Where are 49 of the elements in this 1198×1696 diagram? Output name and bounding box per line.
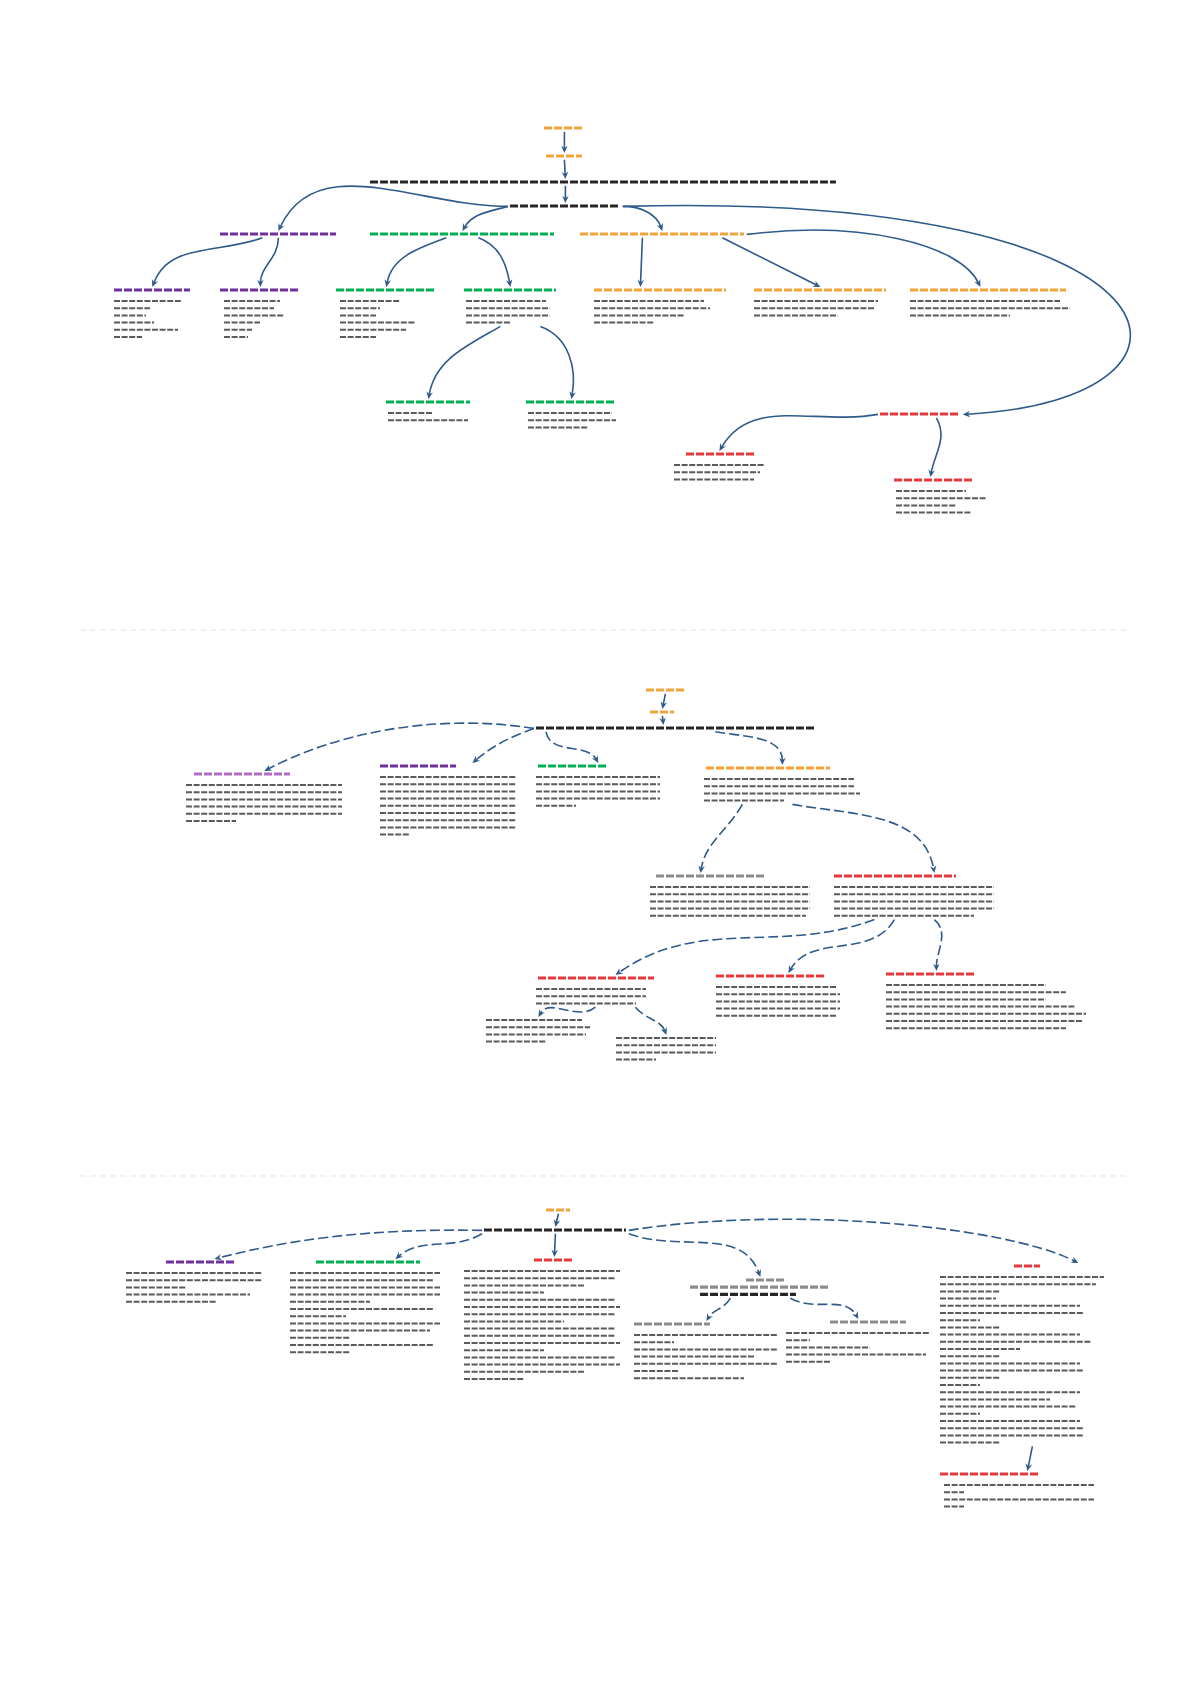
blurred-text-drawing bbox=[463, 1258, 621, 1380]
blurred-text-drawing bbox=[703, 766, 861, 802]
blurred-text-drawing bbox=[785, 1320, 931, 1363]
arrow bbox=[746, 229, 981, 287]
blurred-text-drawing bbox=[649, 874, 811, 917]
arrow bbox=[628, 1233, 761, 1277]
blurred-text-drawing bbox=[940, 1472, 1095, 1508]
blurred-text-drawing bbox=[833, 874, 995, 917]
blurred-text-drawing bbox=[125, 1260, 263, 1303]
arrow bbox=[634, 1006, 667, 1035]
blurred-text-drawing bbox=[535, 976, 654, 1005]
arrow bbox=[538, 1006, 597, 1017]
blurred-text-drawing bbox=[485, 1019, 591, 1043]
blurred-text-drawing bbox=[909, 288, 1071, 317]
blurred-text-drawing bbox=[185, 772, 343, 822]
blurred-text-drawing bbox=[464, 288, 556, 324]
blurred-text-drawing bbox=[673, 452, 765, 481]
arrow bbox=[472, 727, 535, 763]
arrow bbox=[477, 237, 513, 287]
arrow bbox=[462, 205, 509, 231]
blurred-text-drawing bbox=[336, 288, 436, 338]
blurred-text-drawing bbox=[535, 764, 661, 807]
blurred-text-drawing bbox=[885, 972, 1087, 1030]
blurred-text-drawing bbox=[289, 1260, 441, 1354]
arrow bbox=[622, 205, 1130, 418]
blurred-text-drawing bbox=[220, 288, 300, 338]
arrow bbox=[278, 185, 509, 231]
blurred-text-drawing bbox=[593, 288, 726, 324]
blurred-text-drawing bbox=[615, 1037, 717, 1061]
arrow bbox=[395, 1233, 483, 1259]
blurred-text-drawing bbox=[939, 1264, 1105, 1444]
arrow bbox=[706, 1297, 732, 1321]
blurred-text-drawing bbox=[526, 400, 617, 429]
arrow bbox=[719, 413, 879, 451]
arrow bbox=[789, 1297, 859, 1319]
blurred-text-drawing bbox=[113, 288, 190, 338]
blurred-text-drawing bbox=[386, 400, 470, 422]
blurred-text-drawing bbox=[690, 1278, 830, 1296]
arrow bbox=[539, 325, 576, 399]
arrow bbox=[545, 731, 599, 763]
blurred-text-drawing bbox=[633, 1322, 779, 1380]
arrow bbox=[933, 918, 943, 971]
blurred-text-drawing bbox=[753, 288, 886, 317]
blurred-text-drawing bbox=[715, 974, 841, 1017]
arrow bbox=[788, 918, 896, 973]
blurred-text-drawing bbox=[379, 764, 517, 836]
blurred-text-drawing bbox=[894, 478, 987, 514]
arrow bbox=[714, 731, 786, 765]
arrow bbox=[791, 803, 937, 873]
